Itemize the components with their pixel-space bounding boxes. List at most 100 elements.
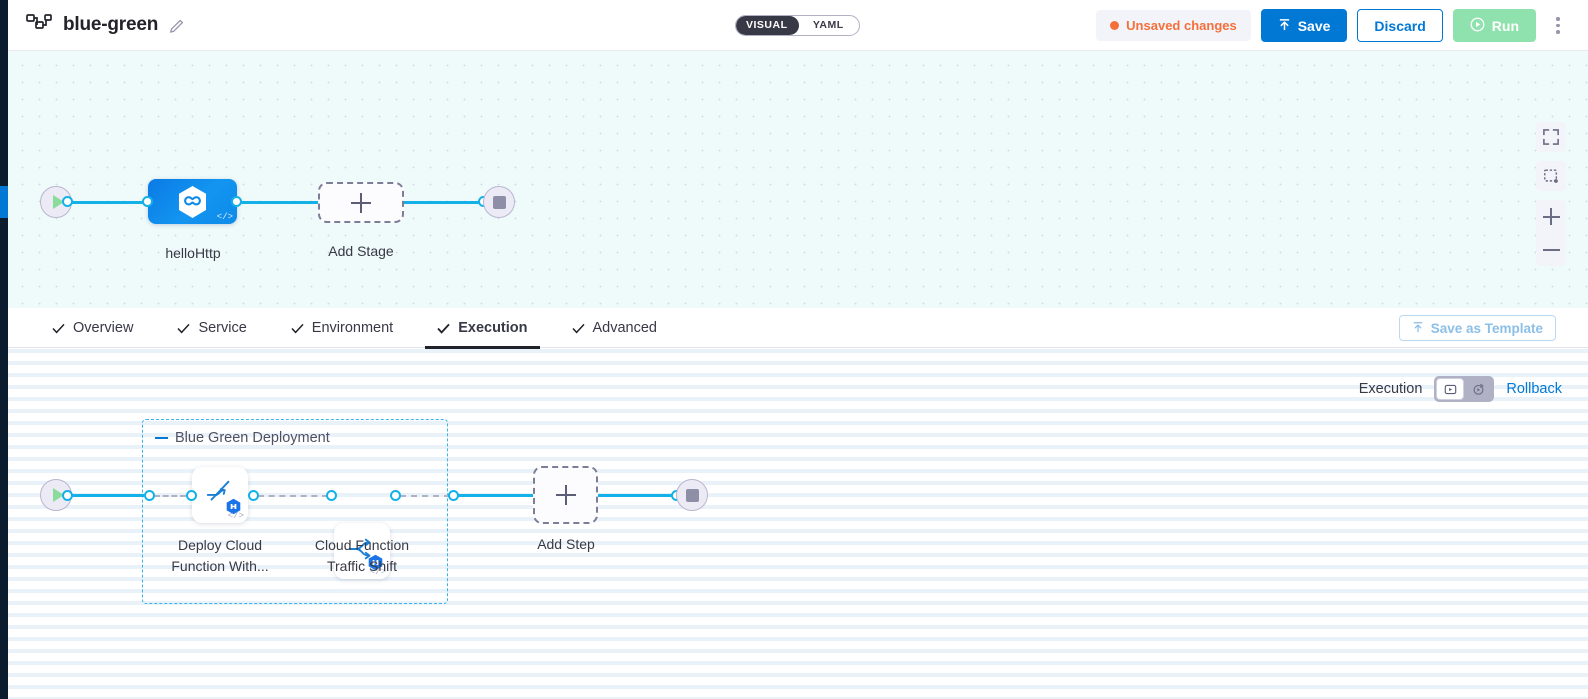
step1-out-port[interactable]: [248, 490, 259, 501]
link-start-to-stage: [54, 201, 154, 204]
link-stage-to-add: [223, 201, 333, 204]
execution-rollback-toggle[interactable]: [1434, 376, 1495, 402]
check-icon: [52, 322, 65, 334]
stage-canvas-controls: [1536, 122, 1566, 266]
harness-hexagon-icon: [177, 185, 208, 219]
fit-to-screen-icon[interactable]: [1536, 161, 1566, 191]
add-step-button[interactable]: [533, 466, 598, 524]
step-start-out-port[interactable]: [62, 490, 73, 501]
play-triangle-icon: [52, 195, 64, 209]
step2-caption: Cloud Function Traffic Shift: [314, 537, 410, 574]
unsaved-dot-icon: [1110, 21, 1120, 30]
stop-square-icon: [685, 488, 699, 502]
zoom-out-icon[interactable]: [1536, 233, 1566, 266]
mode-option-visual[interactable]: VISUAL: [745, 19, 788, 31]
pipeline-nodes-icon: [26, 14, 52, 36]
stage-node-caption: helloHttp: [165, 245, 221, 261]
tab-service[interactable]: Service: [155, 308, 268, 348]
save-as-template-label: Save as Template: [1430, 320, 1543, 336]
check-icon: [437, 322, 450, 334]
link-step1-to-step2: [258, 495, 328, 497]
link-group-in-to-step1: [154, 495, 186, 497]
tab-overview[interactable]: Overview: [30, 308, 155, 348]
more-vertical-icon[interactable]: [1548, 9, 1568, 43]
add-stage-caption: Add Stage: [328, 243, 394, 259]
step-group-blue-green-deployment[interactable]: Blue Green Deployment: [142, 419, 448, 604]
step-group-in-port[interactable]: [144, 490, 155, 501]
play-triangle-icon: [52, 488, 64, 502]
upload-arrow-icon: [1278, 18, 1291, 34]
rollback-link[interactable]: Rollback: [1506, 381, 1562, 397]
run-button[interactable]: Run: [1452, 9, 1536, 42]
save-button[interactable]: Save: [1260, 9, 1348, 42]
step-canvas[interactable]: Execution Rollback: [8, 349, 1588, 699]
visual-yaml-toggle[interactable]: VISUAL YAML: [735, 15, 860, 36]
pencil-edit-icon[interactable]: [169, 17, 185, 33]
add-stage-button[interactable]: [318, 182, 404, 223]
tab-advanced[interactable]: Advanced: [550, 308, 680, 348]
step-group-header[interactable]: Blue Green Deployment: [155, 430, 330, 446]
template-upload-icon: [1412, 321, 1424, 336]
link-add-to-end: [398, 201, 493, 204]
mode-toggle-pill: [736, 16, 799, 35]
plus-icon: [555, 485, 576, 505]
zoom-in-icon[interactable]: [1536, 200, 1566, 233]
stage-tabs-list: Overview Service Environment Execution: [8, 308, 680, 349]
step-node-cloud-function-traffic-shift[interactable]: </>: [334, 523, 390, 579]
step1-caption: Deploy Cloud Function With...: [171, 537, 269, 574]
stage-out-port[interactable]: [231, 196, 242, 207]
step-group-out-port[interactable]: [448, 490, 459, 501]
tab-environment-label: Environment: [311, 319, 394, 336]
unsaved-changes-label: Unsaved changes: [1126, 18, 1237, 33]
header-actions: Unsaved changes Save Discard: [1096, 0, 1580, 51]
execution-steps-icon[interactable]: [1436, 378, 1465, 400]
stage-start-out-port[interactable]: [62, 196, 73, 207]
pipeline-header: blue-green VISUAL YAML Unsaved changes: [8, 0, 1588, 51]
check-icon: [291, 322, 304, 334]
unsaved-changes-badge: Unsaved changes: [1096, 10, 1251, 41]
check-icon: [177, 322, 190, 334]
traffic-shift-icon: [346, 533, 378, 570]
page-title: blue-green: [63, 14, 159, 35]
execution-label: Execution: [1358, 381, 1423, 397]
execution-rollback-bar: Execution Rollback: [1359, 376, 1562, 402]
tab-service-label: Service: [198, 319, 247, 336]
tab-execution[interactable]: Execution: [415, 308, 549, 349]
rollback-steps-icon[interactable]: [1464, 378, 1492, 400]
stop-square-icon: [492, 195, 506, 209]
add-step-caption: Add Step: [537, 536, 595, 552]
tab-environment[interactable]: Environment: [269, 308, 415, 348]
link-group-to-add-step: [448, 494, 534, 497]
app-nav-rail-active-indicator: [0, 186, 8, 218]
plus-icon: [351, 192, 371, 213]
fullscreen-icon[interactable]: [1536, 122, 1566, 152]
app-nav-rail: [0, 0, 8, 699]
step-end-node[interactable]: [676, 479, 708, 511]
stage-canvas[interactable]: </> helloHttp Add Stage: [8, 51, 1588, 308]
stage-end-node[interactable]: [483, 186, 515, 218]
canvas-zoom-controls: [1536, 200, 1566, 266]
mode-option-yaml[interactable]: YAML: [812, 19, 844, 31]
collapse-dash-icon[interactable]: [155, 436, 168, 440]
step-code-badge-icon: </>: [227, 511, 244, 521]
step2-in-port[interactable]: [326, 490, 337, 501]
step-group-label: Blue Green Deployment: [175, 430, 330, 446]
tab-advanced-label: Advanced: [592, 319, 658, 336]
check-icon: [571, 322, 585, 334]
save-as-template-button[interactable]: Save as Template: [1398, 315, 1556, 341]
discard-button-label: Discard: [1374, 17, 1426, 34]
play-circle-icon: [1470, 17, 1485, 35]
google-cloud-function-hex-icon: [225, 498, 242, 515]
discard-button[interactable]: Discard: [1357, 9, 1443, 42]
header-left-group: blue-green: [8, 14, 185, 36]
deploy-cloud-function-icon: [204, 477, 236, 514]
step-node-deploy-cloud-function[interactable]: </>: [192, 467, 248, 523]
tab-execution-label: Execution: [458, 319, 528, 336]
stage-node-hellohttp[interactable]: </>: [148, 179, 237, 224]
step-code-badge-icon: </>: [369, 567, 386, 577]
stage-in-port[interactable]: [142, 196, 153, 207]
step2-out-port[interactable]: [390, 490, 401, 501]
step1-in-port[interactable]: [186, 490, 197, 501]
stage-tabs: Overview Service Environment Execution: [8, 308, 1588, 349]
